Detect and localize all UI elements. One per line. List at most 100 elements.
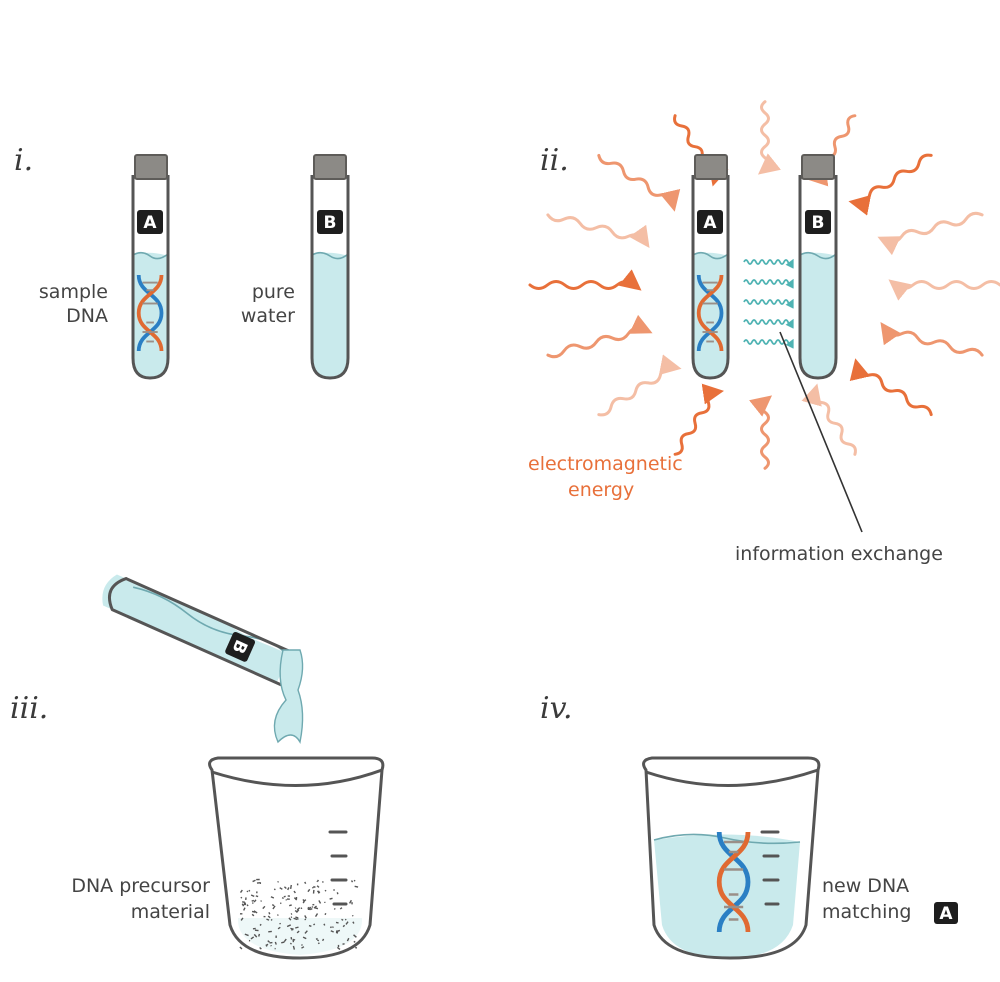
energy-arrow [528, 269, 642, 291]
precursor-particle [301, 944, 303, 946]
precursor-particle [317, 879, 319, 882]
tube-tag-b-text: B [324, 213, 337, 233]
precursor-particle [253, 899, 257, 903]
precursor-particle [353, 879, 356, 882]
precursor-particle [251, 913, 255, 917]
energy-arrow [597, 354, 682, 417]
precursor-particle [277, 926, 281, 930]
precursor-particle [290, 916, 293, 919]
precursor-particle [308, 924, 312, 927]
precursor-particle [283, 938, 287, 943]
precursor-particle [321, 938, 325, 942]
energy-arrow [801, 383, 857, 456]
precursor-particle [300, 907, 303, 910]
info-wave [743, 278, 794, 289]
precursor-particle [287, 895, 290, 897]
precursor-particle [267, 940, 270, 943]
info-wave [743, 298, 794, 309]
precursor-particle [256, 891, 258, 894]
precursor-particle [335, 921, 339, 924]
panel-iii: iii. B DNA precursor material [10, 574, 385, 960]
precursor-particle [239, 946, 243, 950]
precursor-particle [293, 917, 298, 921]
precursor-particle [269, 941, 273, 944]
panel-i: i. A sample DNA B pure water [14, 143, 350, 380]
precursor-particle [323, 923, 326, 926]
tube-tag-b [225, 631, 256, 662]
precursor-particle [290, 927, 294, 930]
energy-arrow [877, 211, 984, 256]
matching-tag-a [934, 902, 958, 924]
precursor-particle [314, 907, 319, 910]
precursor-particle [350, 880, 354, 883]
precursor-particle [351, 915, 354, 917]
precursor-particle [272, 905, 276, 910]
precursor-particle [316, 885, 320, 888]
beaker [208, 756, 385, 960]
sample-dna-label-2: DNA [66, 305, 108, 327]
precursor-particle [304, 881, 307, 885]
energy-arrow [757, 100, 781, 175]
panel-ii: ii. A B electromagnetic energy in [528, 100, 1000, 565]
precursor-particle [311, 906, 314, 908]
precursor-particle [256, 878, 260, 881]
beaker-with-new-dna [642, 756, 821, 960]
water-stream [273, 649, 304, 744]
precursor-particle [304, 915, 307, 919]
precursor-particle [353, 934, 357, 938]
precursor-particle [339, 907, 343, 910]
precursor-particle [279, 922, 281, 925]
precursor-particle [296, 918, 299, 921]
precursor-particle [348, 899, 352, 904]
precursor-particle [318, 900, 322, 904]
test-tube-a: A [131, 154, 170, 380]
precursor-particle [316, 939, 320, 942]
cork [801, 154, 835, 180]
precursor-particle [317, 942, 320, 945]
precursor-particle [271, 903, 275, 907]
precursor-particle [355, 946, 358, 949]
precursor-particle [263, 915, 266, 918]
precursor-particle [307, 908, 310, 911]
precursor-particle [344, 918, 347, 921]
info-wave [743, 258, 794, 269]
precursor-particle [336, 930, 339, 934]
energy-arrow [880, 322, 984, 357]
precursor-particle [286, 924, 291, 928]
electromagnetic-energy-label-2: energy [568, 479, 634, 501]
precursor-particle [315, 937, 318, 940]
pouring-test-tube-b: B [102, 574, 296, 687]
precursor-particle [240, 896, 243, 899]
precursor-particle [290, 937, 293, 940]
precursor-particle [330, 930, 334, 933]
precursor-particle [289, 904, 292, 907]
precursor-particle [270, 896, 275, 899]
dna-precursor-label-2: material [131, 901, 210, 923]
precursor-particle [317, 890, 321, 894]
precursor-particle [273, 888, 276, 891]
precursor-particle [321, 880, 324, 883]
cork [313, 154, 347, 180]
precursor-particle [336, 946, 341, 951]
precursor-particle [333, 908, 336, 910]
precursor-particle [352, 921, 355, 924]
precursor-particle [248, 889, 251, 892]
precursor-particle [262, 905, 266, 910]
precursor-particle [286, 898, 290, 900]
precursor-particle [313, 905, 317, 909]
information-exchange-waves [743, 258, 794, 349]
precursor-particle [242, 901, 246, 904]
precursor-particle [270, 918, 273, 921]
energy-arrow [849, 358, 933, 417]
test-tube-b: B [310, 154, 350, 380]
precursor-particle [302, 936, 307, 940]
precursor-particle [251, 899, 255, 902]
precursor-particle [296, 930, 300, 934]
precursor-particle [248, 939, 251, 942]
electromagnetic-energy-label-1: electromagnetic [528, 453, 683, 475]
precursor-particle [244, 933, 249, 937]
precursor-particle [296, 907, 301, 911]
precursor-particle [253, 910, 258, 914]
precursor-particle [240, 917, 244, 921]
